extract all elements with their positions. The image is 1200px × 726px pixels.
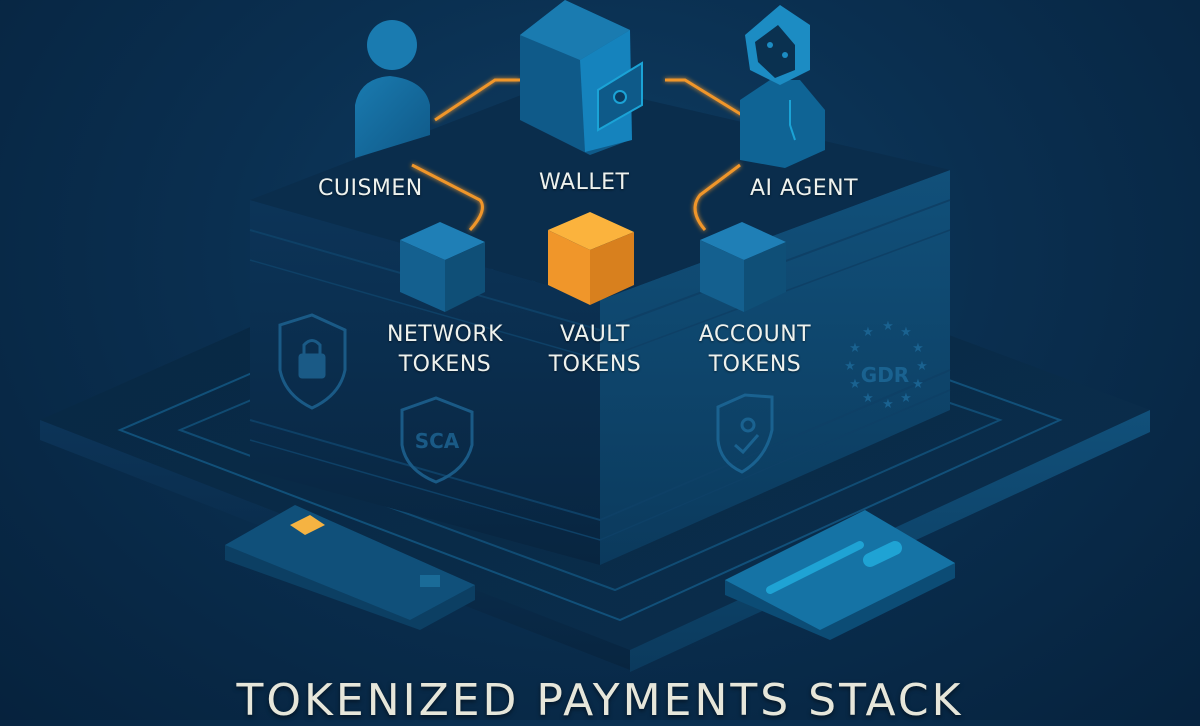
svg-text:GDR: GDR (861, 363, 909, 387)
token-label-line2: TOKENS (708, 352, 802, 377)
wallet-icon (520, 0, 643, 155)
svg-text:★: ★ (912, 341, 924, 356)
lock-shield-icon (278, 313, 347, 410)
svg-text:★: ★ (849, 341, 861, 356)
svg-text:SCA: SCA (415, 429, 460, 453)
sca-shield-icon: SCA (400, 396, 474, 484)
actor-label-customer: CUISMEN (318, 176, 423, 201)
eu-stars-icon: GDR ★★★ ★★★ ★★★ ★★★ (844, 319, 928, 412)
person-icon (355, 20, 430, 158)
page-title: TOKENIZED PAYMENTS STACK (236, 675, 964, 726)
account-token-cube (700, 222, 786, 312)
token-label-account: ACCOUNT TOKENS (685, 320, 825, 380)
token-label-line1: NETWORK (386, 322, 504, 347)
svg-text:★: ★ (862, 325, 874, 340)
credit-card-icon (225, 505, 475, 630)
svg-text:★: ★ (916, 359, 928, 374)
token-label-line2: TOKENS (548, 352, 642, 377)
token-label-vault: VAULT TOKENS (530, 320, 660, 380)
token-label-line2: TOKENS (398, 352, 492, 377)
svg-text:★: ★ (882, 319, 894, 334)
connection-lines (411, 78, 743, 232)
check-shield-icon (716, 393, 774, 474)
svg-text:★: ★ (900, 325, 912, 340)
svg-text:★: ★ (882, 397, 894, 412)
actor-label-ai-agent: AI AGENT (750, 176, 859, 201)
token-label-network: NETWORK TOKENS (380, 320, 510, 380)
svg-text:★: ★ (900, 391, 912, 406)
svg-text:★: ★ (849, 377, 861, 392)
svg-text:★: ★ (862, 391, 874, 406)
svg-text:★: ★ (844, 359, 856, 374)
id-card-icon (725, 510, 955, 640)
token-label-line1: VAULT (560, 322, 630, 347)
actor-label-wallet: WALLET (539, 170, 630, 195)
token-label-line1: ACCOUNT (698, 322, 812, 347)
network-token-cube (400, 222, 485, 312)
robot-icon (740, 5, 825, 168)
svg-text:★: ★ (912, 377, 924, 392)
vault-token-cube (548, 212, 634, 305)
